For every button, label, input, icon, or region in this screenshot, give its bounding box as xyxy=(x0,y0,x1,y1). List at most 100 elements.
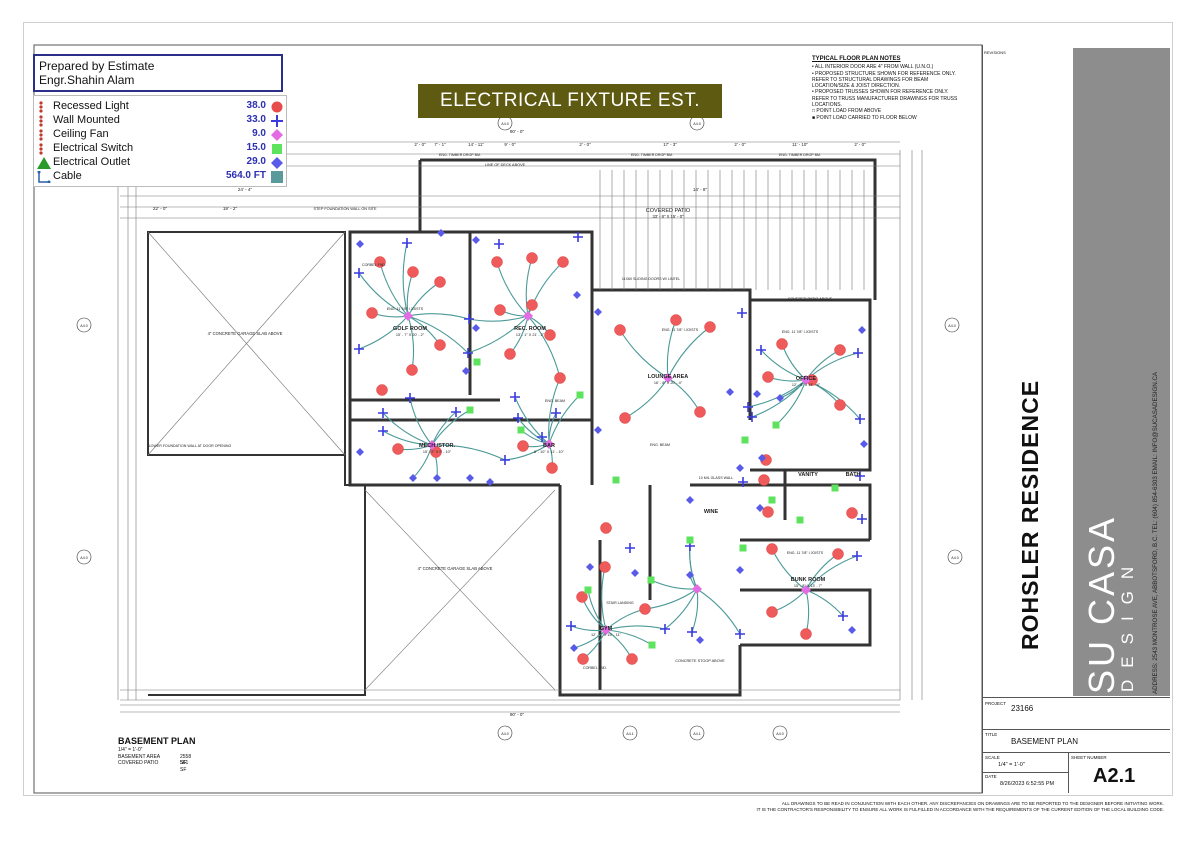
garage-slab-diagonal xyxy=(364,489,556,691)
dimension-text: 22' - 0" xyxy=(153,206,168,211)
cable-run xyxy=(605,625,666,631)
room-name-label: MECH./STOR. xyxy=(419,443,455,449)
legend-label: Electrical Outlet xyxy=(53,156,131,168)
wall-mounted-light-icon xyxy=(838,611,848,621)
legend-value: 33.0 xyxy=(246,114,266,125)
fixture-symbols xyxy=(354,229,868,665)
room-name-label: OFFICE xyxy=(796,376,816,382)
plan-annotation: LINE OF DECK ABOVE xyxy=(485,163,526,167)
section-marker xyxy=(772,725,788,741)
plan-annotation: 4" CONCRETE GARAGE SLAB ABOVE xyxy=(418,566,493,571)
wall-mounted-light-icon xyxy=(756,345,766,355)
recessed-light-dots-icon xyxy=(39,101,43,113)
plan-annotation: ENG. 11 7/8" I JOISTS xyxy=(787,551,824,555)
wall-mounted-light-icon xyxy=(510,392,520,402)
ceiling-fan-icon xyxy=(801,585,811,595)
electrical-outlet-icon xyxy=(356,448,364,456)
room-name-label: BUNK ROOM xyxy=(791,577,826,583)
recessed-light-icon xyxy=(544,329,556,341)
plan-annotation: ENG. TIMBER DROP BM. xyxy=(439,153,481,157)
tb-rule xyxy=(982,752,1170,753)
cable-run xyxy=(601,566,607,631)
room-dimension-label: 15' - 7" X 20' - 2" xyxy=(396,333,425,337)
dimension-text: 2' - 0" xyxy=(414,142,426,147)
electrical-switch-icon xyxy=(576,391,584,399)
room-dimension-label: 16' - 8" X 20' - 4" xyxy=(654,381,683,385)
dimension-text: 19' - 2" xyxy=(223,206,238,211)
section-marker xyxy=(622,725,638,741)
note-line: □ POINT LOAD FROM ABOVE xyxy=(812,108,882,115)
plan-scale: 1/4" = 1'-0" xyxy=(118,747,143,753)
ceiling-fan-icon xyxy=(523,311,533,321)
recessed-light-icon xyxy=(614,324,626,336)
legend-value: 564.0 FT xyxy=(225,170,266,181)
brand-tagline: DESIGN xyxy=(1118,554,1137,692)
legend-label: Wall Mounted xyxy=(53,114,120,126)
section-marker-label: A4.1 xyxy=(626,732,633,736)
dimension-text: 24' - 4" xyxy=(238,187,253,192)
wall-mounted-light-icon xyxy=(402,238,412,248)
title-label: TITLE xyxy=(985,732,998,737)
wall-mounted-light-icon xyxy=(852,551,862,561)
sheet-label: SHEET NUMBER xyxy=(1071,755,1107,760)
ceiling-fan-icon xyxy=(601,625,611,635)
plan-annotation: CORBEL FND. xyxy=(583,666,607,670)
recessed-light-icon xyxy=(430,446,442,458)
dimension-text: 14' - 8" xyxy=(693,187,708,192)
note-line: REFER TO TRUSS MANUFACTURER DRAWINGS FOR… xyxy=(812,95,958,102)
legend-label: Ceiling Fan xyxy=(53,128,109,140)
recessed-light-icon xyxy=(504,348,516,360)
section-marker xyxy=(689,725,705,741)
electrical-switch-icon xyxy=(772,421,780,429)
legend-row-cable: Cable 564.0 FT xyxy=(34,170,286,184)
wall-segment xyxy=(420,158,877,300)
green-triangle-icon xyxy=(37,157,51,169)
electrical-outlet-icon xyxy=(594,308,602,316)
plan-annotation: 10 MIL GLASS WALL xyxy=(699,476,734,480)
scale-label: SCALE xyxy=(985,755,1000,760)
tb-rule xyxy=(982,729,1170,730)
cable-run xyxy=(644,588,698,610)
recessed-light-icon xyxy=(374,256,386,268)
section-marker-label: A4.0 xyxy=(80,324,87,328)
electrical-outlet-icon xyxy=(594,426,602,434)
wall-segment xyxy=(590,232,752,420)
recessed-light-icon xyxy=(599,561,611,573)
brand-name: SU CASA xyxy=(1081,514,1122,694)
room-name-label: GOLF ROOM xyxy=(393,326,427,332)
prepared-by-box: Prepared by Estimate Engr.Shahin Alam xyxy=(33,54,283,92)
room-name-label: LOUNGE AREA xyxy=(648,374,688,380)
ceiling-fan-icon xyxy=(544,439,554,449)
electrical-outlet-icon xyxy=(726,388,734,396)
recessed-light-icon xyxy=(704,321,716,333)
cable-run xyxy=(527,315,561,379)
dimension-text: 90' - 0" xyxy=(510,129,525,134)
plan-annotation: CONCRETE STOOP ABOVE xyxy=(675,659,725,663)
ceiling-fan-icon xyxy=(692,584,702,594)
pink-diamond-icon xyxy=(271,129,283,141)
electrical-outlet-icon xyxy=(570,644,578,652)
wall-mounted-light-icon xyxy=(857,514,867,524)
dimension-text: 90' - 0" xyxy=(510,712,525,717)
electrical-outlet-icon xyxy=(631,569,639,577)
electrical-outlet-icon xyxy=(586,563,594,571)
room-name-label: VANITY xyxy=(798,472,818,478)
wall-mounted-light-icon xyxy=(551,408,561,418)
scale-value: 1/4" = 1'-0" xyxy=(998,762,1025,768)
wall-mounted-light-icon xyxy=(354,344,364,354)
note-line: • ALL INTERIOR DOOR ARE 4" FROM WALL (U.… xyxy=(812,64,934,71)
wall-mounted-light-icon xyxy=(855,471,865,481)
legend-value: 15.0 xyxy=(246,142,266,153)
plan-annotation: COVERED PATIO ABOVE xyxy=(788,297,833,301)
dimension-text: 14' - 11" xyxy=(468,142,484,147)
recessed-light-icon xyxy=(407,266,419,278)
electrical-switch-icon xyxy=(648,641,656,649)
cable-run xyxy=(431,409,471,446)
wall-mounted-light-icon xyxy=(855,414,865,424)
area-value: 2558 SF xyxy=(180,753,192,767)
electrical-outlet-icon xyxy=(472,324,480,332)
cable-run xyxy=(619,329,669,379)
plan-annotation: STAIR LANDING xyxy=(606,601,633,605)
dimension-text: 2' - 0" xyxy=(579,142,591,147)
